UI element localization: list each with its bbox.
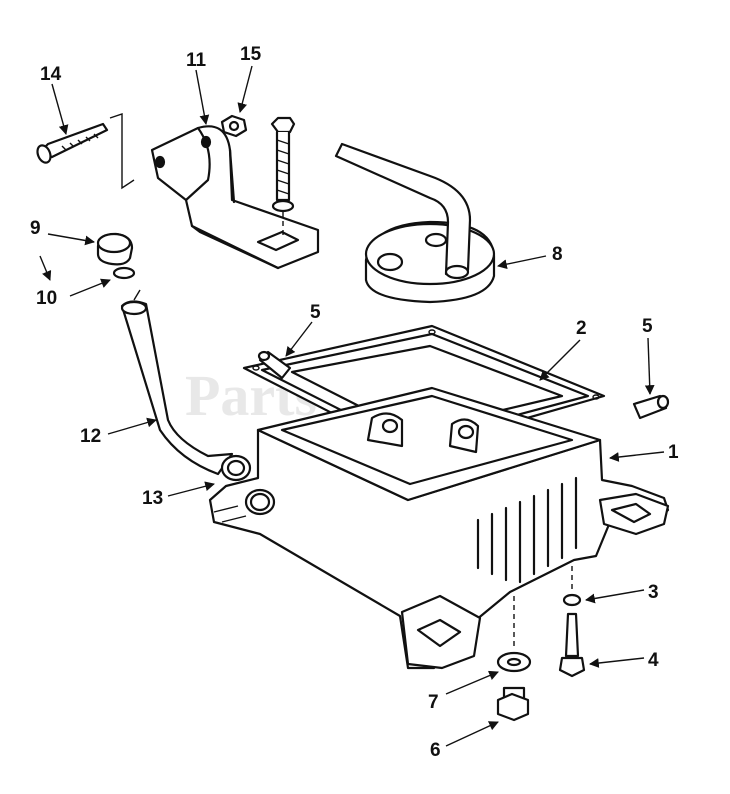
part-10-oring	[112, 266, 136, 280]
part-15-nut	[220, 114, 248, 138]
part-4-bolt	[558, 566, 586, 678]
part-3-washer	[562, 593, 582, 607]
part-9-dipstick-cap	[96, 232, 134, 266]
part-5-plug-left	[257, 350, 292, 380]
part-7-washer	[496, 651, 532, 673]
callout-14: 14	[40, 64, 62, 85]
part-5-plug-right	[632, 394, 670, 420]
callout-6: 6	[430, 740, 441, 761]
part-13-grommet	[220, 454, 252, 482]
callout-5-right: 5	[642, 316, 653, 337]
callout-1: 1	[668, 442, 679, 463]
callout-12: 12	[80, 426, 101, 447]
part-8-cover	[334, 142, 496, 304]
part-6-drain-plug	[496, 596, 530, 722]
callout-11: 11	[186, 50, 207, 71]
callout-15: 15	[240, 44, 262, 65]
callout-9: 9	[30, 218, 41, 239]
stud-fastener	[270, 116, 296, 238]
leader-arrows	[39, 65, 665, 747]
callout-4: 4	[648, 650, 659, 671]
callout-10: 10	[36, 288, 57, 309]
part-11-bracket	[150, 125, 320, 270]
callout-5-left: 5	[310, 302, 321, 323]
part-14-bolt	[36, 113, 135, 190]
callout-3: 3	[648, 582, 659, 603]
callout-8: 8	[552, 244, 563, 265]
part-1-crankcase	[208, 386, 670, 670]
callout-7: 7	[428, 692, 439, 713]
part-12-dipstick-tube	[120, 289, 234, 476]
callout-2: 2	[576, 318, 587, 339]
callout-13: 13	[142, 488, 163, 509]
